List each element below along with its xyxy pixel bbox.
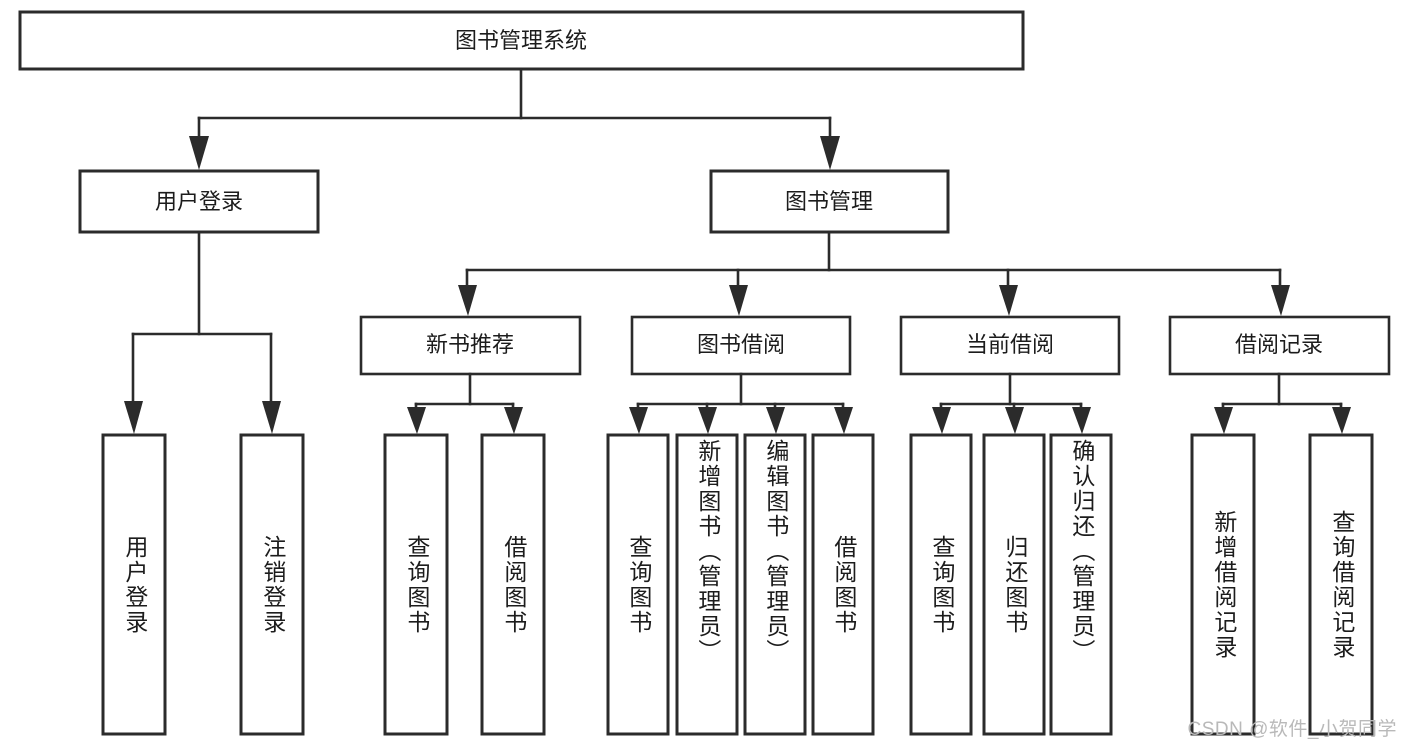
connector-new-book-recommend-to-leaves — [407, 372, 523, 434]
arrow-to-leaf-borrow-book-2 — [834, 407, 853, 434]
root-label: 图书管理系统 — [455, 28, 587, 53]
arrow-to-leaf-return-book — [1005, 407, 1024, 434]
node-current-borrow[interactable]: 当前借阅 — [899, 315, 1121, 376]
leaf-logout-login-box[interactable] — [239, 433, 305, 736]
arrow-to-current-borrow — [999, 285, 1018, 316]
leaf-query-book-1-box[interactable] — [383, 433, 449, 736]
arrow-to-leaf-add-book-admin — [698, 407, 717, 434]
book-manage-box — [709, 169, 950, 234]
arrow-to-leaf-query-book-3 — [932, 407, 951, 434]
connector-book-manage-to-level3 — [458, 230, 1290, 316]
current-borrow-label: 当前借阅 — [966, 332, 1054, 357]
arrow-to-book-borrow — [729, 285, 748, 316]
node-new-book-recommend[interactable]: 新书推荐 — [359, 315, 582, 376]
csdn-watermark: CSDN @软件_小贺同学 — [1187, 719, 1397, 740]
leaf-boxes — [101, 433, 1374, 736]
book-borrow-box — [630, 315, 852, 376]
root-box — [18, 10, 1025, 71]
leaf-borrow-book-1-box[interactable] — [480, 433, 546, 736]
leaf-add-borrow-record-box[interactable] — [1190, 433, 1256, 736]
connector-borrow-record-to-leaves — [1214, 372, 1351, 434]
leaf-add-book-admin-box[interactable] — [675, 433, 739, 736]
arrow-to-leaf-query-borrow-record — [1332, 407, 1351, 434]
node-root[interactable]: 图书管理系统 — [18, 10, 1025, 71]
node-borrow-record[interactable]: 借阅记录 — [1168, 315, 1391, 376]
user-login-label: 用户登录 — [155, 189, 243, 214]
arrow-to-leaf-borrow-book-1 — [504, 407, 523, 434]
arrow-to-leaf-add-borrow-record — [1214, 407, 1233, 434]
book-borrow-label: 图书借阅 — [697, 332, 785, 357]
arrow-to-book-manage — [820, 136, 840, 170]
leaf-query-borrow-record-box[interactable] — [1308, 433, 1374, 736]
leaf-edit-book-admin-box[interactable] — [743, 433, 807, 736]
node-book-manage[interactable]: 图书管理 — [709, 169, 950, 234]
leaf-query-book-2-box[interactable] — [606, 433, 670, 736]
borrow-record-label: 借阅记录 — [1235, 332, 1323, 357]
arrow-to-borrow-record — [1271, 285, 1290, 316]
current-borrow-box — [899, 315, 1121, 376]
new-book-recommend-box — [359, 315, 582, 376]
arrow-to-user-login — [189, 136, 209, 170]
arrow-to-new-book-recommend — [458, 285, 477, 316]
leaf-user-login-box[interactable] — [101, 433, 167, 736]
leaf-return-book-box[interactable] — [982, 433, 1046, 736]
arrow-to-leaf-query-book-2 — [629, 407, 648, 434]
connector-user-login-to-leaves — [124, 230, 281, 434]
node-user-login[interactable]: 用户登录 — [78, 169, 320, 234]
connector-current-borrow-to-leaves — [932, 372, 1091, 434]
leaf-confirm-return-admin-box[interactable] — [1049, 433, 1113, 736]
borrow-record-box — [1168, 315, 1391, 376]
leaf-query-book-3-box[interactable] — [909, 433, 973, 736]
node-book-borrow[interactable]: 图书借阅 — [630, 315, 852, 376]
leaf-borrow-book-2-box[interactable] — [811, 433, 875, 736]
arrow-to-leaf-edit-book-admin — [766, 407, 785, 434]
arrow-to-leaf-user-login — [124, 401, 143, 434]
arrow-to-leaf-logout-login — [262, 401, 281, 434]
arrow-to-leaf-query-book-1 — [407, 407, 426, 434]
new-book-recommend-label: 新书推荐 — [426, 332, 514, 357]
arrow-to-leaf-confirm-return-admin — [1072, 407, 1091, 434]
connector-root-to-level2 — [189, 67, 840, 170]
connector-book-borrow-to-leaves — [629, 372, 853, 434]
book-manage-label: 图书管理 — [785, 189, 873, 214]
